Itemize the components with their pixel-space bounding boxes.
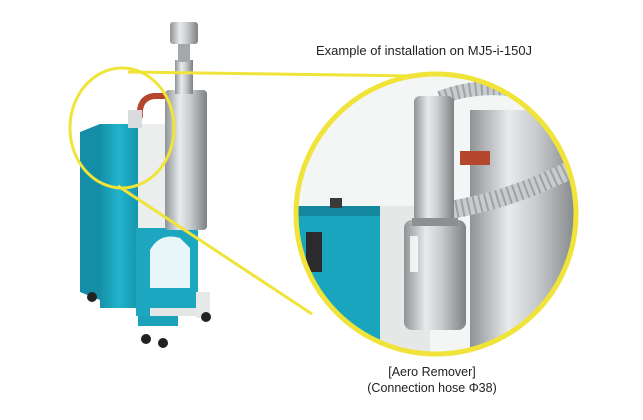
zoom-line-bottom: [117, 184, 313, 316]
aero-remover-cylinder: [414, 96, 454, 230]
highlight-ellipse: [68, 66, 176, 190]
installation-caption: Example of installation on MJ5-i-150J: [316, 43, 533, 58]
aero-remover-label: [Aero Remover]: [388, 365, 476, 379]
hose-red: [136, 93, 166, 119]
connection-hose-label: (Connection hose Φ38): [367, 381, 497, 395]
aero-remover-caption: [Aero Remover] (Connection hose Φ38): [352, 364, 512, 396]
zoom-circle: [293, 71, 579, 357]
zoom-line-top: [127, 70, 421, 78]
hopper-cylinder: [165, 90, 207, 230]
dryer-machine: [80, 22, 211, 348]
